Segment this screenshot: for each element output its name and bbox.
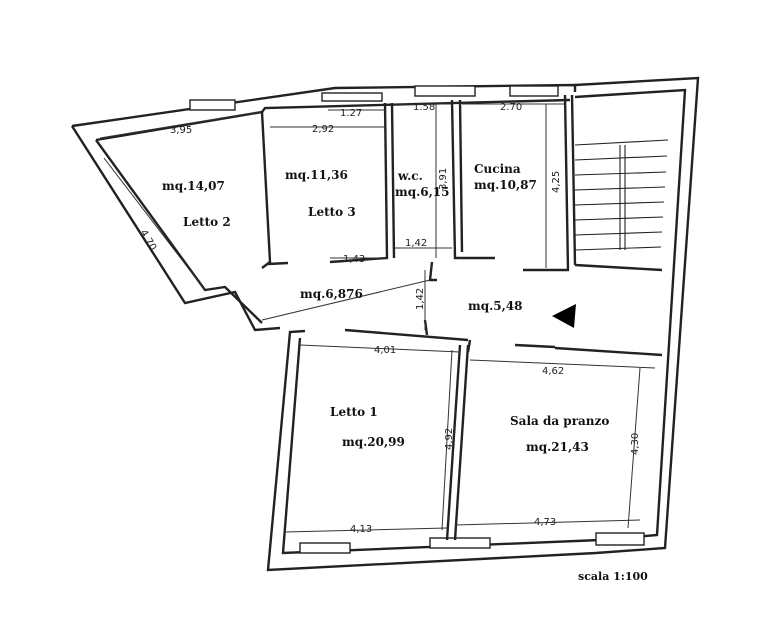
cucina-name: Cucina: [474, 162, 521, 176]
dim-letto1-height: 4,92: [444, 428, 455, 450]
staircase: [574, 139, 669, 251]
letto3-area: mq.11,36: [285, 168, 348, 182]
corridor-area: mq.6,876: [300, 287, 363, 301]
dim-top-158: 1.58: [413, 102, 435, 113]
dim-letto2-side: 4,70: [137, 228, 158, 253]
sala-area: mq.21,43: [526, 440, 589, 454]
letto2-area: mq.14,07: [162, 179, 225, 193]
letto1-name: Letto 1: [330, 405, 378, 419]
dimension-lines: [99, 103, 656, 533]
ingresso-area: mq.5,48: [468, 299, 523, 313]
letto1-area: mq.20,99: [342, 435, 405, 449]
dim-letto3-width: 2,92: [312, 124, 334, 135]
dim-letto1-bottom: 4,13: [350, 524, 372, 535]
dim-top-127: 1.27: [340, 108, 362, 119]
dim-sala-bottom: 4,73: [534, 517, 556, 528]
entrance-arrow-icon: [552, 304, 576, 328]
dim-sala-height: 4,30: [630, 433, 641, 455]
dim-corridor-142: 1,42: [415, 288, 426, 310]
dim-letto2-width: 3,95: [170, 125, 192, 136]
letto2-name: Letto 2: [183, 215, 231, 229]
dim-sala-top: 4,62: [542, 366, 564, 377]
dim-wc-height: 3,91: [438, 168, 449, 190]
dim-letto1-top: 4,01: [374, 345, 396, 356]
cucina-area: mq.10,87: [474, 178, 537, 192]
dim-letto3-bottom: 1,43: [343, 254, 365, 265]
interior-walls: [260, 94, 663, 541]
sala-name: Sala da pranzo: [510, 414, 609, 428]
wc-area: mq.6,15: [395, 185, 450, 199]
dim-top-270: 2.70: [500, 102, 522, 113]
letto3-name: Letto 3: [308, 205, 356, 219]
wc-name: w.c.: [397, 169, 423, 183]
dim-wc-bottom: 1,42: [405, 238, 427, 249]
scale-label: scala 1:100: [578, 570, 648, 583]
dim-cucina-height: 4,25: [551, 171, 562, 193]
outer-walls: [70, 76, 700, 572]
